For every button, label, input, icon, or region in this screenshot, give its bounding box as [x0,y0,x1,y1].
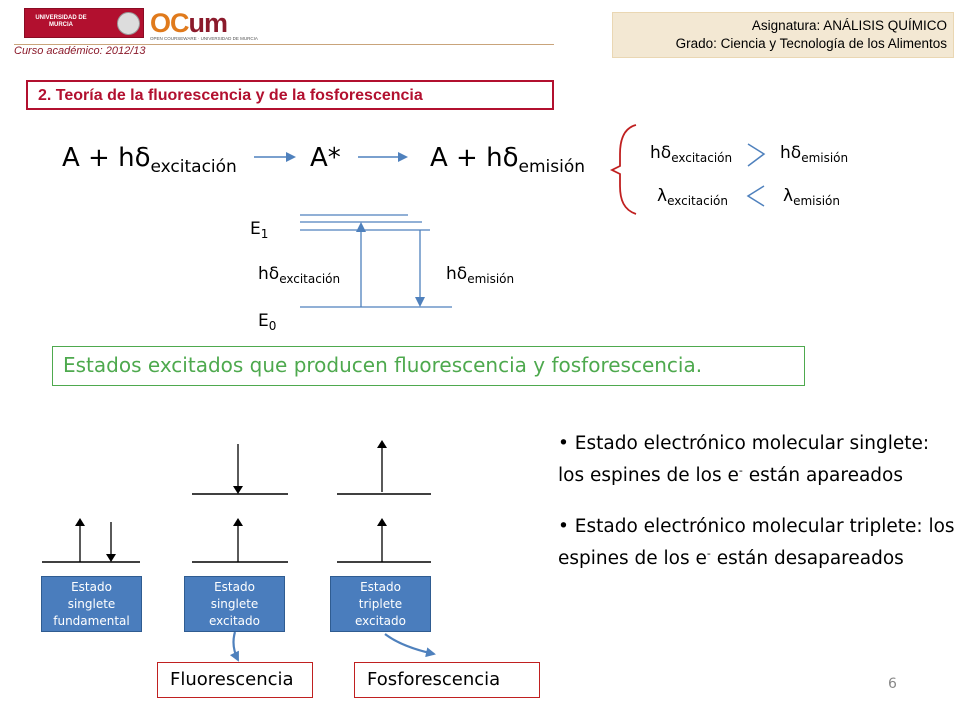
phosphorescence-curved-arrow [384,633,436,658]
equation-product: A + hδemisión [430,143,585,177]
highlight-box: Estados excitados que producen fluoresce… [52,346,805,386]
bullet-icon: • [558,433,575,454]
ocw-logo-oc: OC [150,8,189,38]
bullet-item-triplet: • Estado electrónico molecular triplete:… [558,516,955,570]
energy-level-e0: E0 [258,311,277,333]
lambda-emission-label: λemisión [783,186,841,208]
less-than-sign [746,185,765,207]
state-box-triplet-excited: Estado triplete excitado [330,576,431,632]
phosphorescence-label: Fosforescencia [367,669,501,690]
course-year-value: 2012/13 [105,45,146,57]
energy-level-e1: E1 [250,219,269,241]
section-title-text: 2. Teoría de la fluorescencia y de la fo… [38,87,423,104]
highlight-text: Estados excitados que producen fluoresce… [63,353,703,377]
ocw-logo-um: um [188,8,228,38]
equation-excited: A* [310,143,341,173]
fluorescence-curved-arrow [229,631,239,662]
lambda-excitation-label: λexcitación [657,186,728,208]
phosphorescence-box: Fosforescencia [354,662,540,698]
state-box-singlet-fundamental: Estado singlete fundamental [41,576,142,632]
subject-box: Asignatura: ANÁLISIS QUÍMICO Grado: Cien… [612,12,954,58]
ocw-logo-subtitle: OPEN COURSEWARE · UNIVERSIDAD DE MURCIA [150,36,258,41]
fluorescence-box: Fluorescencia [157,662,313,698]
ocw-logo: OCum OPEN COURSEWARE · UNIVERSIDAD DE MU… [150,8,268,41]
header-divider [14,44,554,45]
greater-than-sign [747,143,766,167]
degree-name: Grado: Ciencia y Tecnología de los Alime… [675,36,947,51]
red-brace [609,124,637,215]
course-label: Curso académico: [14,45,103,57]
equation-reactant: A + hδexcitación [62,143,237,177]
course-year: Curso académico: 2012/13 [14,45,145,57]
page-number: 6 [888,676,897,692]
um-seal-icon [117,12,140,35]
section-title: 2. Teoría de la fluorescencia y de la fo… [26,80,554,110]
diagram-emission-label: hδemisión [446,264,515,286]
bullet-icon: • [558,516,575,538]
subject-name: Asignatura: ANÁLISIS QUÍMICO [751,18,947,33]
bullet-list: • Estado electrónico molecular singlete:… [558,430,958,596]
fluorescence-label: Fluorescencia [170,669,294,690]
um-logo-text: UNIVERSIDAD DE MURCIA [35,15,87,28]
universidad-murcia-logo: UNIVERSIDAD DE MURCIA [24,8,144,38]
bullet-item-singlet: • Estado electrónico molecular singlete:… [558,433,930,487]
energy-emission-label: hδemisión [780,143,849,165]
state-box-singlet-excited: Estado singlete excitado [184,576,285,632]
diagram-excitation-label: hδexcitación [258,264,341,286]
energy-excitation-label: hδexcitación [650,143,733,165]
